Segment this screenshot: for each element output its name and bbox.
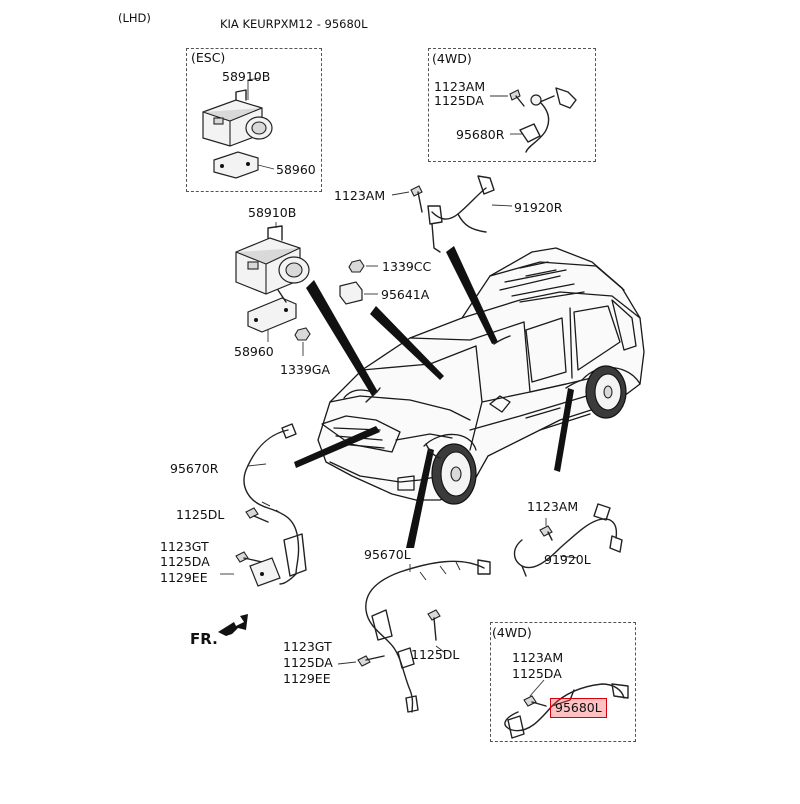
bracket-icon[interactable]	[213, 151, 259, 179]
part-number-1129ee-left[interactable]: 1129EE	[160, 570, 208, 585]
part-number-1125da-4wd-top[interactable]: 1125DA	[434, 93, 484, 108]
part-number-1125da-mid[interactable]: 1125DA	[283, 655, 333, 670]
part-number-1123am[interactable]: 1123AM	[334, 188, 386, 203]
part-number-58960-esc[interactable]: 58960	[276, 162, 316, 177]
part-number-95641a[interactable]: 95641A	[381, 287, 430, 302]
part-number-95670r[interactable]: 95670R	[170, 461, 219, 476]
model-reference: KIA KEURPXM12 - 95680L	[220, 17, 368, 31]
part-number-95680l-highlighted[interactable]: 95680L	[555, 700, 602, 715]
wheel-speed-sensor-icon[interactable]	[519, 87, 577, 153]
abs-module-icon[interactable]	[235, 225, 310, 295]
bolt-icon[interactable]	[523, 695, 547, 707]
part-number-1125da-4wd-bottom[interactable]: 1125DA	[512, 666, 562, 681]
part-number-58910b[interactable]: 58910B	[248, 205, 297, 220]
abs-module-icon[interactable]	[202, 89, 273, 147]
front-direction-arrow-icon	[218, 614, 248, 636]
bolt-icon[interactable]	[410, 185, 423, 213]
part-number-91920l[interactable]: 91920L	[544, 552, 591, 567]
part-number-1123am-4wd-top[interactable]: 1123AM	[434, 79, 486, 94]
part-number-58960[interactable]: 58960	[234, 344, 274, 359]
part-number-1339cc[interactable]: 1339CC	[382, 259, 432, 274]
relay-icon[interactable]	[339, 281, 363, 305]
4wd-option-box-top	[428, 48, 596, 162]
bracket-icon[interactable]	[249, 557, 281, 587]
pointer-arrows	[294, 246, 574, 548]
bracket-icon[interactable]	[247, 289, 297, 333]
bolt-icon[interactable]	[245, 507, 269, 523]
part-number-1125dl-mid[interactable]: 1125DL	[411, 647, 460, 662]
bolt-icon[interactable]	[235, 551, 263, 563]
wheel-speed-sensor-icon[interactable]	[365, 335, 583, 459]
part-number-1123am-rear[interactable]: 1123AM	[527, 499, 579, 514]
esc-box-title: (ESC)	[191, 50, 226, 65]
front-direction-label: FR.	[190, 630, 218, 648]
vehicle-icon	[317, 247, 645, 505]
wheel-speed-sensor-icon[interactable]	[365, 559, 491, 713]
4wd-option-box-bottom	[490, 622, 636, 742]
wheel-speed-sensor-icon[interactable]	[427, 175, 495, 253]
part-number-91920r[interactable]: 91920R	[514, 200, 563, 215]
part-number-1129ee-mid[interactable]: 1129EE	[283, 671, 331, 686]
highlighted-part-box	[550, 698, 607, 718]
part-number-1125dl-left[interactable]: 1125DL	[176, 507, 225, 522]
bolt-icon[interactable]	[539, 525, 553, 541]
4wd-box-top-title: (4WD)	[432, 51, 472, 66]
bolt-icon[interactable]	[427, 609, 441, 641]
wheel-speed-sensor-icon[interactable]	[504, 683, 629, 739]
part-number-1123gt-mid[interactable]: 1123GT	[283, 639, 332, 654]
4wd-box-bottom-title: (4WD)	[492, 625, 532, 640]
part-number-58910b-esc[interactable]: 58910B	[222, 69, 271, 84]
nut-icon[interactable]	[348, 259, 365, 273]
part-number-95680r[interactable]: 95680R	[456, 127, 505, 142]
bolt-icon[interactable]	[509, 89, 525, 107]
part-number-1125da-left[interactable]: 1125DA	[160, 554, 210, 569]
part-number-95670l[interactable]: 95670L	[364, 547, 411, 562]
part-number-1123gt-left[interactable]: 1123GT	[160, 539, 209, 554]
esc-option-box	[186, 48, 322, 192]
nut-icon[interactable]	[294, 327, 311, 341]
part-number-1123am-4wd-bottom[interactable]: 1123AM	[512, 650, 564, 665]
wheel-speed-sensor-icon[interactable]	[243, 423, 307, 585]
wheel-speed-sensor-icon[interactable]	[513, 503, 623, 577]
bolt-icon[interactable]	[357, 655, 385, 667]
drive-type-label: (LHD)	[118, 11, 151, 25]
part-number-1339ga[interactable]: 1339GA	[280, 362, 331, 377]
